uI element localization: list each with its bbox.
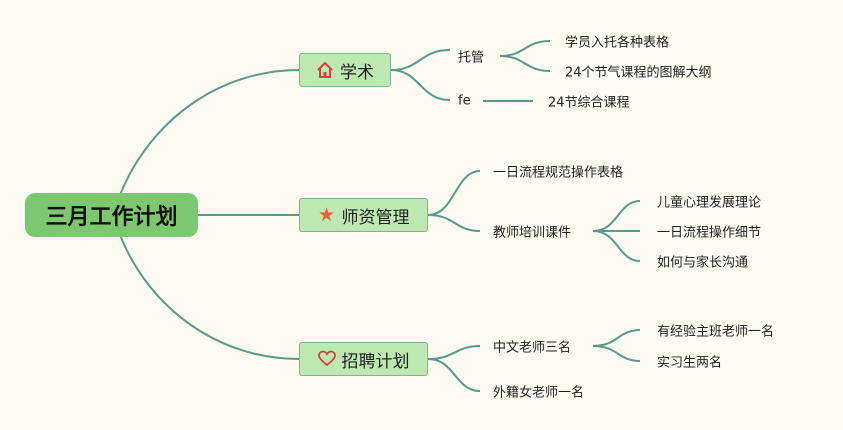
star-icon: ★ (317, 204, 336, 226)
connector (427, 214, 481, 232)
connector (592, 329, 641, 347)
connector (499, 55, 551, 72)
connector (427, 170, 481, 216)
topic-node[interactable]: 24个节气课程的图解大纲 (565, 65, 712, 81)
topic-node[interactable]: 中文老师三名 (493, 340, 572, 356)
topic-node[interactable]: 一日流程规范操作表格 (493, 165, 624, 181)
topic-node[interactable]: 儿童心理发展理论 (657, 195, 762, 211)
branch-label: 招聘计划 (341, 351, 410, 372)
root-label: 三月工作计划 (45, 205, 178, 230)
topic-node[interactable]: 外籍女老师一名 (493, 385, 585, 401)
connector (592, 345, 641, 362)
topic-node[interactable]: 有经验主班老师一名 (657, 324, 775, 340)
topic-node[interactable]: 实习生两名 (657, 355, 723, 371)
connector (427, 345, 481, 360)
connector (427, 358, 481, 392)
branch-node-academic[interactable]: 学术 (299, 53, 391, 87)
connector (390, 69, 451, 101)
connector (119, 69, 300, 196)
connector (499, 40, 551, 57)
topic-node[interactable]: fe (458, 93, 471, 109)
connector (592, 230, 641, 262)
topic-node[interactable]: 如何与家长沟通 (657, 255, 749, 271)
branch-label: 师资管理 (341, 207, 410, 228)
topic-node[interactable]: 一日流程操作细节 (657, 225, 762, 241)
house-icon (316, 61, 334, 79)
topic-node[interactable]: 学员入托各种表格 (565, 35, 670, 51)
topic-node[interactable]: 24节综合课程 (548, 95, 630, 111)
topic-node[interactable]: 托管 (458, 50, 485, 66)
heart-icon (317, 350, 336, 368)
branch-label: 学术 (340, 62, 374, 83)
connector (592, 200, 641, 232)
connector (390, 49, 451, 71)
branch-node-recruitment[interactable]: 招聘计划 (299, 342, 428, 376)
connector (119, 234, 300, 360)
root-node[interactable]: 三月工作计划 (25, 193, 198, 237)
topic-node[interactable]: 教师培训课件 (493, 225, 572, 241)
branch-node-teacher-management[interactable]: ★ 师资管理 (299, 198, 428, 232)
